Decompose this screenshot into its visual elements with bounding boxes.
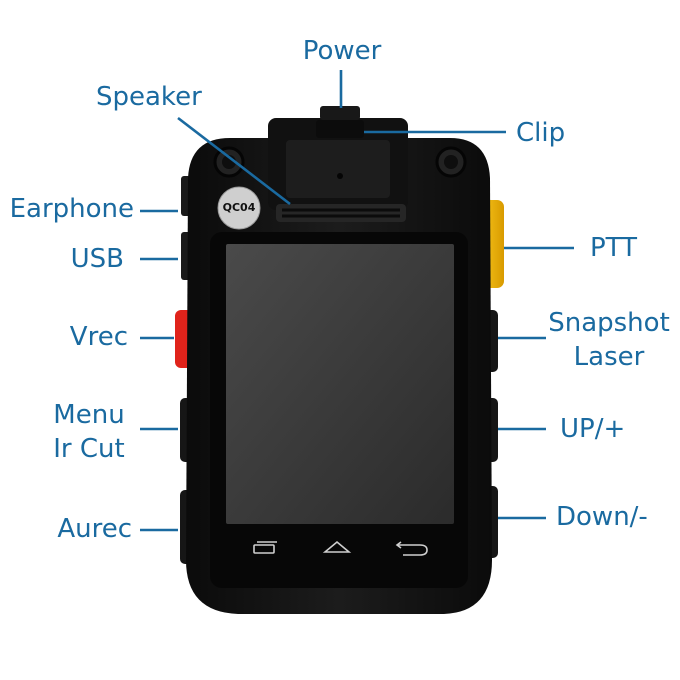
leader-speaker: [177, 116, 291, 206]
label-speaker: Speaker: [96, 82, 202, 112]
label-clip: Clip: [516, 118, 566, 148]
label-down: Down/-: [556, 502, 648, 532]
power-button[interactable]: [320, 106, 360, 120]
label-snapshot-laser: Snapshot Laser: [543, 306, 675, 374]
back-icon[interactable]: [395, 541, 428, 556]
label-aurec: Aurec: [57, 514, 132, 544]
home-icon[interactable]: [322, 540, 352, 553]
speaker-grille: [276, 204, 406, 222]
label-earphone: Earphone: [9, 194, 134, 224]
label-menu: Menu: [53, 400, 125, 430]
label-menu-ircut: Menu Ir Cut: [40, 398, 138, 466]
label-ir-cut: Ir Cut: [53, 434, 125, 464]
label-snapshot: Snapshot: [548, 308, 670, 338]
model-badge-text: QC04: [222, 201, 256, 214]
label-ptt: PTT: [590, 233, 637, 263]
model-badge: [217, 186, 261, 230]
label-laser: Laser: [573, 342, 645, 372]
label-up: UP/+: [560, 414, 626, 444]
clip: [316, 120, 364, 138]
screen[interactable]: [226, 244, 454, 524]
label-power: Power: [302, 36, 382, 66]
label-vrec: Vrec: [69, 322, 128, 352]
recent-apps-icon[interactable]: [253, 541, 277, 554]
label-usb: USB: [70, 244, 124, 274]
